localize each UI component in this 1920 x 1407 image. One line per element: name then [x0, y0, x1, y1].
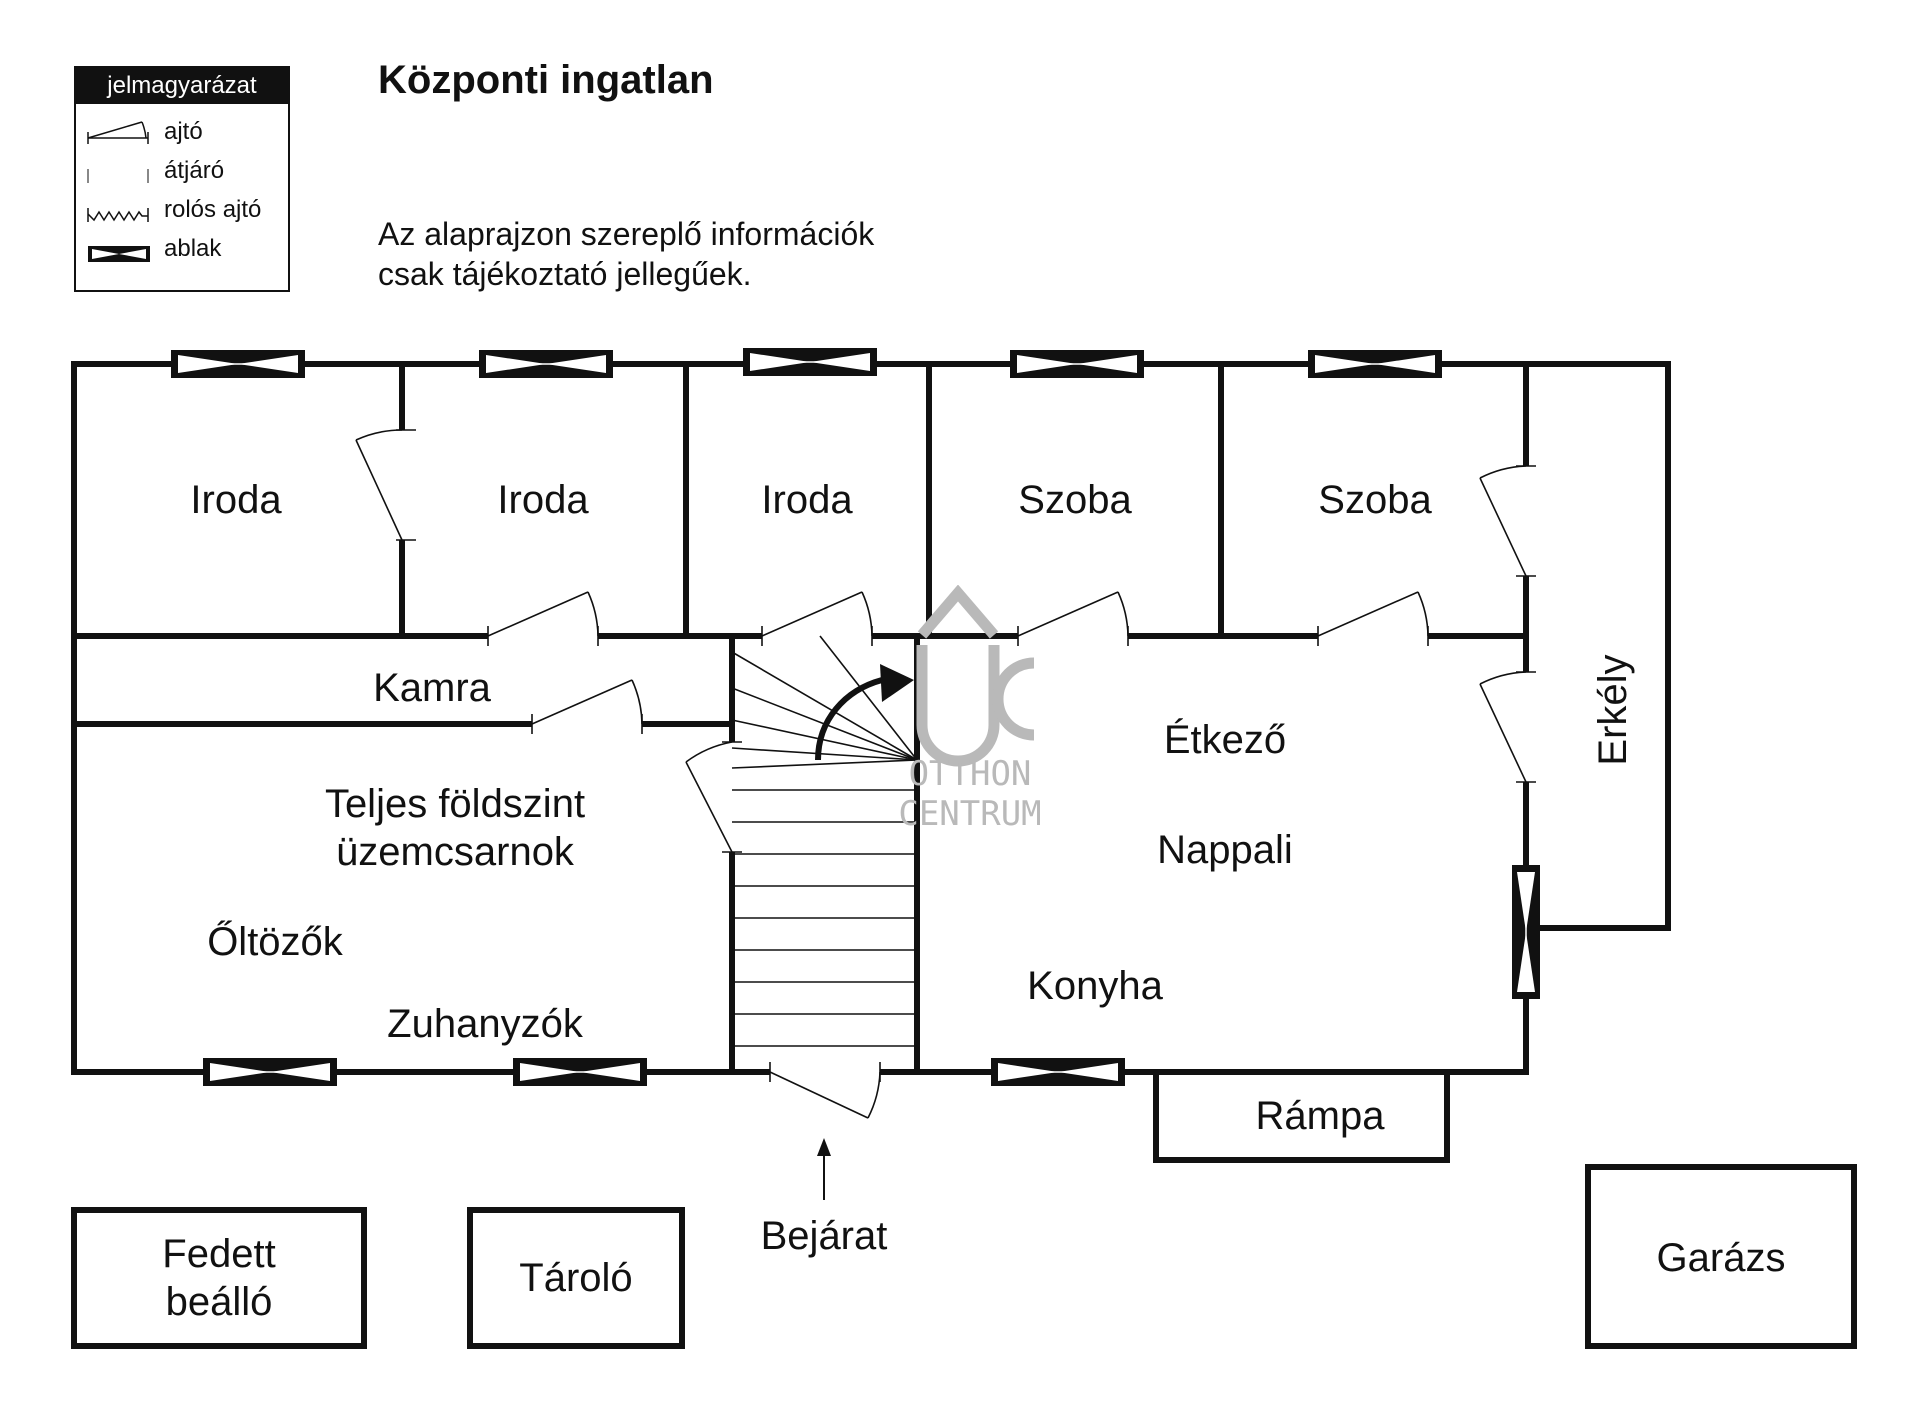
window-konyha — [990, 1057, 1126, 1087]
entrance-arrow-icon — [817, 1138, 831, 1200]
legend-item-window: ablak — [76, 229, 288, 268]
room-label-garazs: Garázs — [1656, 1236, 1786, 1280]
window-szoba-1 — [1009, 349, 1145, 379]
room-label-iroda-2: Iroda — [497, 478, 589, 522]
door-szoba-1 — [1017, 591, 1129, 646]
legend-item-door: ajtó — [76, 112, 288, 151]
fedett-beallo-line-2: beálló — [165, 1280, 273, 1324]
note-line-1: Az alaprajzon szereplő információk — [378, 216, 875, 252]
door-symbol-icon — [87, 121, 149, 144]
door-kamra — [531, 679, 643, 734]
room-label-uzemcsarnok: Teljes földszint üzemcsarnok — [280, 780, 630, 876]
room-label-rampa: Rámpa — [1255, 1094, 1385, 1138]
windows — [170, 347, 1541, 1087]
window-iroda-2 — [478, 349, 614, 379]
room-label-iroda-1: Iroda — [190, 478, 282, 522]
room-label-iroda-3: Iroda — [761, 478, 853, 522]
note-line-2: csak tájékoztató jellegűek. — [378, 256, 752, 292]
room-label-oltozok: Őltözők — [207, 920, 343, 964]
door-entrance — [769, 1062, 881, 1119]
window-szoba-2 — [1307, 349, 1443, 379]
legend-heading: jelmagyarázat — [76, 68, 288, 104]
door-iroda-2 — [487, 591, 599, 646]
legend-box: jelmagyarázat ajtó átjáró — [74, 66, 290, 292]
room-label-szoba-2: Szoba — [1318, 478, 1432, 522]
garazs-outline — [1585, 1164, 1857, 1349]
room-label-etkezo: Étkező — [1163, 718, 1287, 762]
window-iroda-1 — [170, 349, 306, 379]
door-uzemcsarnok-stairs — [685, 741, 742, 853]
legend-label-passage: átjáró — [164, 157, 225, 184]
ramp-outline — [1153, 1069, 1450, 1163]
legend-label-roller-door: rolós ajtó — [164, 196, 262, 223]
page-title: Központi ingatlan — [378, 58, 714, 102]
room-label-erkely: Erkély — [1591, 654, 1635, 766]
room-label-fedett-beallo: Fedett beálló — [124, 1230, 314, 1326]
doors — [355, 429, 1536, 1119]
tarolo-outline — [467, 1207, 685, 1349]
door-szoba-2 — [1317, 591, 1429, 646]
window-oltozok — [202, 1057, 338, 1087]
room-label-zuhanyzok: Zuhanyzók — [387, 1002, 583, 1046]
legend-label-door: ajtó — [164, 118, 203, 145]
passage-symbol-icon — [87, 169, 149, 183]
stair-direction-arrow-icon — [815, 664, 914, 761]
label-bejarat: Bejárat — [760, 1214, 888, 1258]
window-iroda-3 — [742, 347, 878, 377]
uzemcsarnok-line-1: Teljes földszint — [324, 782, 586, 826]
otthon-centrum-watermark: OTTHON CENTRUM — [900, 585, 1040, 830]
door-etkezo-balcony — [1479, 671, 1536, 783]
room-label-nappali: Nappali — [1157, 828, 1293, 872]
disclaimer-note: Az alaprajzon szereplő információk csak … — [378, 214, 1078, 294]
legend-item-passage: átjáró — [76, 151, 288, 190]
window-nappali-east — [1511, 864, 1541, 1000]
fedett-beallo-outline — [71, 1207, 367, 1349]
roller-door-symbol-icon — [87, 208, 149, 222]
watermark-line-1: OTTHON — [909, 754, 1032, 794]
door-iroda-1-2 — [355, 429, 416, 541]
balcony-outline — [1523, 361, 1671, 931]
window-symbol-icon — [88, 246, 150, 262]
room-label-konyha: Konyha — [1027, 964, 1163, 1008]
door-szoba2-balcony — [1479, 465, 1536, 577]
room-label-szoba-1: Szoba — [1018, 478, 1132, 522]
door-iroda-3 — [761, 591, 873, 646]
watermark-line-2: CENTRUM — [900, 794, 1040, 830]
fedett-beallo-line-1: Fedett — [162, 1232, 276, 1276]
uzemcsarnok-line-2: üzemcsarnok — [336, 830, 574, 874]
legend-label-window: ablak — [164, 235, 222, 262]
window-zuhanyzok — [512, 1057, 648, 1087]
legend-item-roller-door: rolós ajtó — [76, 190, 288, 229]
staircase — [731, 635, 918, 1047]
room-label-tarolo: Tároló — [519, 1256, 633, 1300]
room-label-kamra: Kamra — [373, 666, 491, 710]
